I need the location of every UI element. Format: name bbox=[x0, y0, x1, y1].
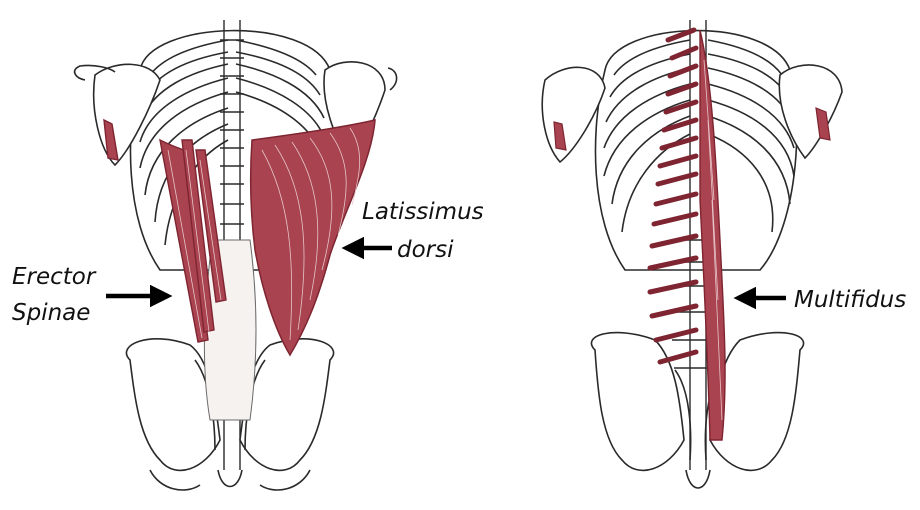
multifidus-label: Multifidus bbox=[794, 287, 906, 313]
latissimus-label-line1: Latissimus bbox=[362, 199, 484, 225]
latissimus-label-line2: dorsi bbox=[397, 237, 454, 263]
left-back-figure bbox=[75, 20, 397, 490]
latissimus-dorsi-muscle bbox=[251, 120, 375, 355]
erector-label-line2: Spinae bbox=[12, 300, 90, 326]
right-back-figure bbox=[542, 20, 842, 488]
erector-label-line1: Erector bbox=[12, 264, 97, 290]
right-pelvis bbox=[591, 333, 803, 488]
